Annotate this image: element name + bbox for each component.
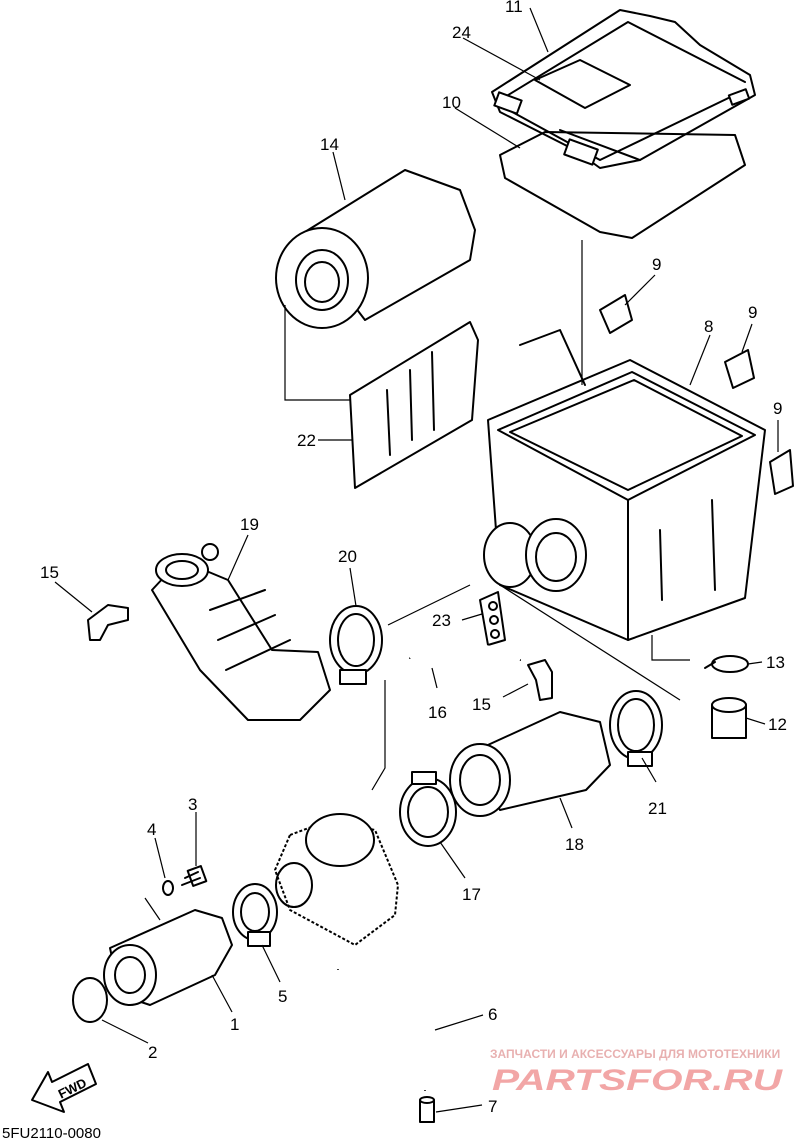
callout-21[interactable]: 21	[648, 799, 667, 818]
callout-22[interactable]: 22	[297, 431, 316, 450]
callout-8[interactable]: 8	[704, 317, 713, 336]
callout-23[interactable]: 23	[432, 611, 451, 630]
spring-clip-part[interactable]	[704, 655, 749, 673]
hose-clamp-17-part[interactable]	[399, 771, 457, 847]
breather-hose-part[interactable]	[406, 639, 522, 665]
fwd-arrow: FWD	[31, 1063, 97, 1113]
watermark-brand: PARTSFOR.RU	[492, 1064, 784, 1097]
watermark: ЗАПЧАСТИ И АКСЕССУАРЫ ДЛЯ МОТОТЕХНИКИ PA…	[490, 1047, 784, 1097]
callout-11[interactable]: 11	[505, 0, 523, 16]
callout-9c[interactable]: 9	[773, 399, 782, 418]
watermark-subtitle: ЗАПЧАСТИ И АКСЕССУАРЫ ДЛЯ МОТОТЕХНИКИ	[490, 1047, 780, 1061]
hose-clamp-5-part[interactable]	[232, 883, 278, 947]
callout-14[interactable]: 14	[320, 135, 339, 154]
filter-plate-part[interactable]	[349, 321, 479, 489]
callout-2[interactable]: 2	[148, 1043, 157, 1062]
o-ring-part[interactable]	[72, 977, 108, 1023]
leader-lines	[54, 7, 779, 1113]
callout-7[interactable]: 7	[488, 1097, 497, 1116]
drain-cap-part[interactable]	[711, 697, 747, 739]
callout-9b[interactable]: 9	[748, 303, 757, 322]
callout-6[interactable]: 6	[488, 1005, 497, 1024]
air-box-spouts-part[interactable]	[483, 518, 587, 592]
air-box-case-part[interactable]	[487, 329, 766, 641]
callout-15a[interactable]: 15	[40, 563, 59, 582]
carburetor-joint-part[interactable]	[449, 711, 611, 817]
intake-manifold-part[interactable]	[103, 909, 233, 1006]
clip-part[interactable]	[599, 294, 794, 495]
callout-5[interactable]: 5	[278, 987, 287, 1006]
callout-18[interactable]: 18	[565, 835, 584, 854]
callout-9a[interactable]: 9	[652, 255, 661, 274]
callout-20[interactable]: 20	[338, 547, 357, 566]
callout-15b[interactable]: 15	[472, 695, 491, 714]
drain-plug-part[interactable]	[419, 1096, 435, 1123]
diagram-code: 5FU2110-0080	[2, 1125, 101, 1142]
callout-4[interactable]: 4	[147, 820, 156, 839]
callout-12[interactable]: 12	[768, 715, 787, 734]
hose-clamp-20-part[interactable]	[329, 605, 383, 685]
callout-16[interactable]: 16	[428, 703, 447, 722]
callout-17[interactable]: 17	[462, 885, 481, 904]
air-filter-element-part[interactable]	[275, 169, 476, 329]
cover-label-part[interactable]	[534, 59, 631, 109]
intake-duct-part[interactable]	[151, 543, 331, 721]
callout-19[interactable]: 19	[240, 515, 259, 534]
callout-13[interactable]: 13	[766, 653, 785, 672]
screw-part[interactable]	[181, 865, 208, 887]
callout-24[interactable]: 24	[452, 23, 471, 42]
callout-1[interactable]: 1	[230, 1015, 239, 1034]
cover-seal-part[interactable]	[499, 131, 746, 239]
elbow-fitting-part[interactable]	[87, 604, 553, 701]
hose-holder-part[interactable]	[479, 591, 506, 646]
callout-labels: 11 24 10 14 9 9 9 8 22 19 20 15 23 13 15…	[40, 0, 787, 1116]
washer-part[interactable]	[162, 880, 174, 896]
hose-clamp-21-part[interactable]	[609, 690, 663, 767]
drain-hose-part[interactable]	[332, 969, 431, 1091]
carburetor-ghost	[274, 813, 399, 946]
callout-10[interactable]: 10	[442, 93, 461, 112]
callout-3[interactable]: 3	[188, 795, 197, 814]
